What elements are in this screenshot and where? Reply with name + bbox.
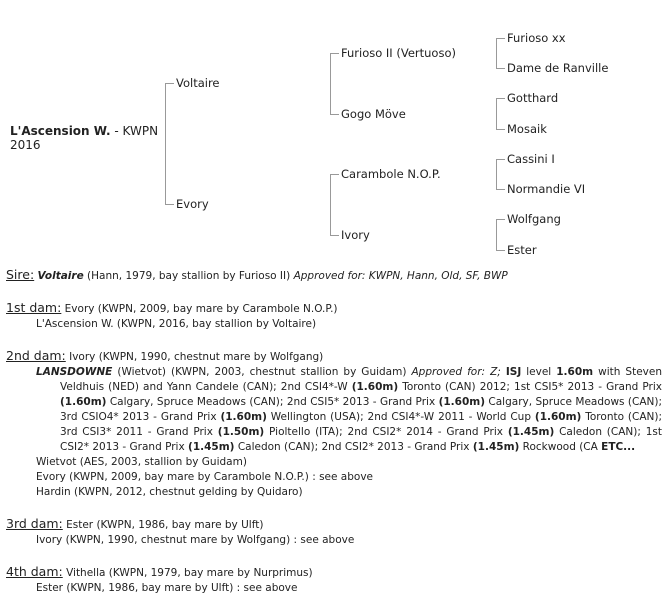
dam3-section: 3rd dam: Ester (KWPN, 1986, bay mare by … — [6, 516, 662, 548]
etc-link[interactable]: ETC... — [601, 441, 636, 453]
connector-line — [496, 250, 505, 251]
text-segment: (1.60m) — [220, 411, 267, 423]
connector-line — [330, 114, 339, 115]
text-segment: (Wietvot) (KWPN, 2003, chestnut stallion… — [112, 366, 412, 378]
text-segment: Caledon (CAN); 1st CSI2* 2013 - Grand Pr… — [60, 426, 662, 453]
text-segment: Sire: — [6, 267, 35, 282]
text-segment: 1st dam: — [6, 300, 62, 315]
lansdowne-entry: LANSDOWNE (Wietvot) (KWPN, 2003, chestnu… — [6, 365, 662, 455]
ancestor-name[interactable]: Voltaire — [176, 76, 220, 90]
bracket-line — [165, 83, 166, 205]
offspring-item: Ester (KWPN, 1986, bay mare by Ulft) : s… — [36, 582, 298, 594]
offspring-item: Wietvot (AES, 2003, stallion by Guidam) — [36, 456, 247, 468]
text-segment: (1.45m) — [507, 426, 555, 438]
bracket-line — [330, 174, 331, 236]
bracket-line — [496, 38, 497, 69]
connector-line — [165, 204, 174, 205]
text-segment: Toronto (CAN) 2012; 1st CSI5* 2013 - Gra… — [398, 381, 662, 393]
ancestor-name[interactable]: Furioso xx — [507, 31, 566, 45]
connector-line — [496, 159, 505, 160]
ancestor-name[interactable]: Evory — [176, 197, 209, 211]
connector-line — [496, 38, 505, 39]
offspring-item: Ivory (KWPN, 1990, chestnut mare by Wolf… — [36, 534, 355, 546]
text-segment: Wellington (USA); 2nd CSI4*-W 2011 - Wor… — [266, 411, 535, 423]
ancestor-name[interactable]: Ester — [507, 243, 537, 257]
text-segment: (1.60m) — [438, 396, 486, 408]
ancestor-name[interactable]: Mosaik — [507, 122, 547, 136]
connector-line — [496, 219, 505, 220]
text-segment: with Steven Veldhuis (NED) and Yann Cand… — [60, 366, 662, 393]
text-segment: Ester (KWPN, 1986, bay mare by Ulft) — [62, 519, 264, 531]
text-segment: L'Ascension W. — [10, 124, 111, 138]
text-segment: Approved for: Z; — [411, 366, 506, 378]
sire-section: Sire: Voltaire (Hann, 1979, bay stallion… — [6, 267, 662, 284]
pedigree-text: Sire: Voltaire (Hann, 1979, bay stallion… — [6, 267, 662, 612]
text-segment: Pioltello (ITA); 2nd CSI2* 2014 - Grand … — [264, 426, 508, 438]
offspring-item: Evory (KWPN, 2009, bay mare by Carambole… — [36, 471, 373, 483]
text-segment: 4th dam: — [6, 564, 63, 579]
text-segment: Toronto (CAN); 3rd CSI3* 2011 - Grand Pr… — [60, 411, 663, 438]
text-segment: Voltaire — [37, 270, 84, 282]
text-segment: level — [521, 366, 557, 378]
ancestor-name[interactable]: Gotthard — [507, 91, 559, 105]
connector-line — [496, 129, 505, 130]
connector-line — [496, 68, 505, 69]
text-segment: - KWPN — [110, 124, 159, 138]
ancestor-name[interactable]: Gogo Möve — [341, 107, 406, 121]
text-segment: Ivory (KWPN, 1990, chestnut mare by Wolf… — [65, 351, 324, 363]
connector-line — [496, 189, 505, 190]
ancestor-name[interactable]: Wolfgang — [507, 212, 561, 226]
text-segment: (1.45m) — [188, 441, 235, 453]
text-segment: (1.60m) — [351, 381, 399, 393]
bracket-line — [496, 159, 497, 190]
text-segment: (1.50m) — [217, 426, 265, 438]
text-segment: (1.60m) — [534, 411, 582, 423]
ancestor-name[interactable]: Normandie VI — [507, 182, 586, 196]
ancestor-name[interactable]: Furioso II (Vertuoso) — [341, 46, 456, 60]
text-segment: LANSDOWNE — [36, 366, 113, 378]
connector-line — [165, 83, 174, 84]
text-segment: 2016 — [10, 138, 41, 152]
text-segment: Approved for: KWPN, Hann, Old, SF, BWP — [293, 270, 508, 282]
ancestor-name[interactable]: Carambole N.O.P. — [341, 167, 441, 181]
text-segment: (1.45m) — [472, 441, 520, 453]
ancestor-name[interactable]: Cassini I — [507, 152, 555, 166]
text-segment: Evory (KWPN, 2009, bay mare by Carambole… — [61, 303, 338, 315]
ancestor-name[interactable]: Dame de Ranville — [507, 61, 609, 75]
connector-line — [330, 53, 339, 54]
bracket-line — [496, 98, 497, 130]
ancestor-name[interactable]: Ivory — [341, 228, 370, 242]
text-segment: ISJ — [505, 366, 522, 378]
text-segment: 2nd dam: — [6, 348, 66, 363]
pedigree-root: L'Ascension W. - KWPN 2016 — [10, 124, 158, 152]
bracket-line — [496, 219, 497, 251]
text-segment: Caledon (CAN); 2nd CSI2* 2013 - Grand Pr… — [234, 441, 473, 453]
dam1-section: 1st dam: Evory (KWPN, 2009, bay mare by … — [6, 300, 662, 332]
text-segment: 1.60m — [556, 366, 594, 378]
text-segment: (1.60m) — [60, 396, 107, 408]
bracket-line — [330, 53, 331, 115]
connector-line — [330, 235, 339, 236]
connector-line — [496, 98, 505, 99]
text-segment: Rockwood (CA — [519, 441, 602, 453]
text-segment: Calgary, Spruce Meadows (CAN); 3rd CSIO4… — [60, 396, 662, 423]
offspring-item: L'Ascension W. (KWPN, 2016, bay stallion… — [36, 318, 317, 330]
dam2-section: 2nd dam: Ivory (KWPN, 1990, chestnut mar… — [6, 348, 662, 500]
offspring-item: Hardin (KWPN, 2012, chestnut gelding by … — [36, 486, 303, 498]
text-segment: (Hann, 1979, bay stallion by Furioso II) — [83, 270, 294, 282]
text-segment: Vithella (KWPN, 1979, bay mare by Nurpri… — [62, 567, 313, 579]
dam4-section: 4th dam: Vithella (KWPN, 1979, bay mare … — [6, 564, 662, 596]
text-segment: Calgary, Spruce Meadows (CAN); 2nd CSI5*… — [106, 396, 439, 408]
text-segment: 3rd dam: — [6, 516, 63, 531]
connector-line — [330, 174, 339, 175]
